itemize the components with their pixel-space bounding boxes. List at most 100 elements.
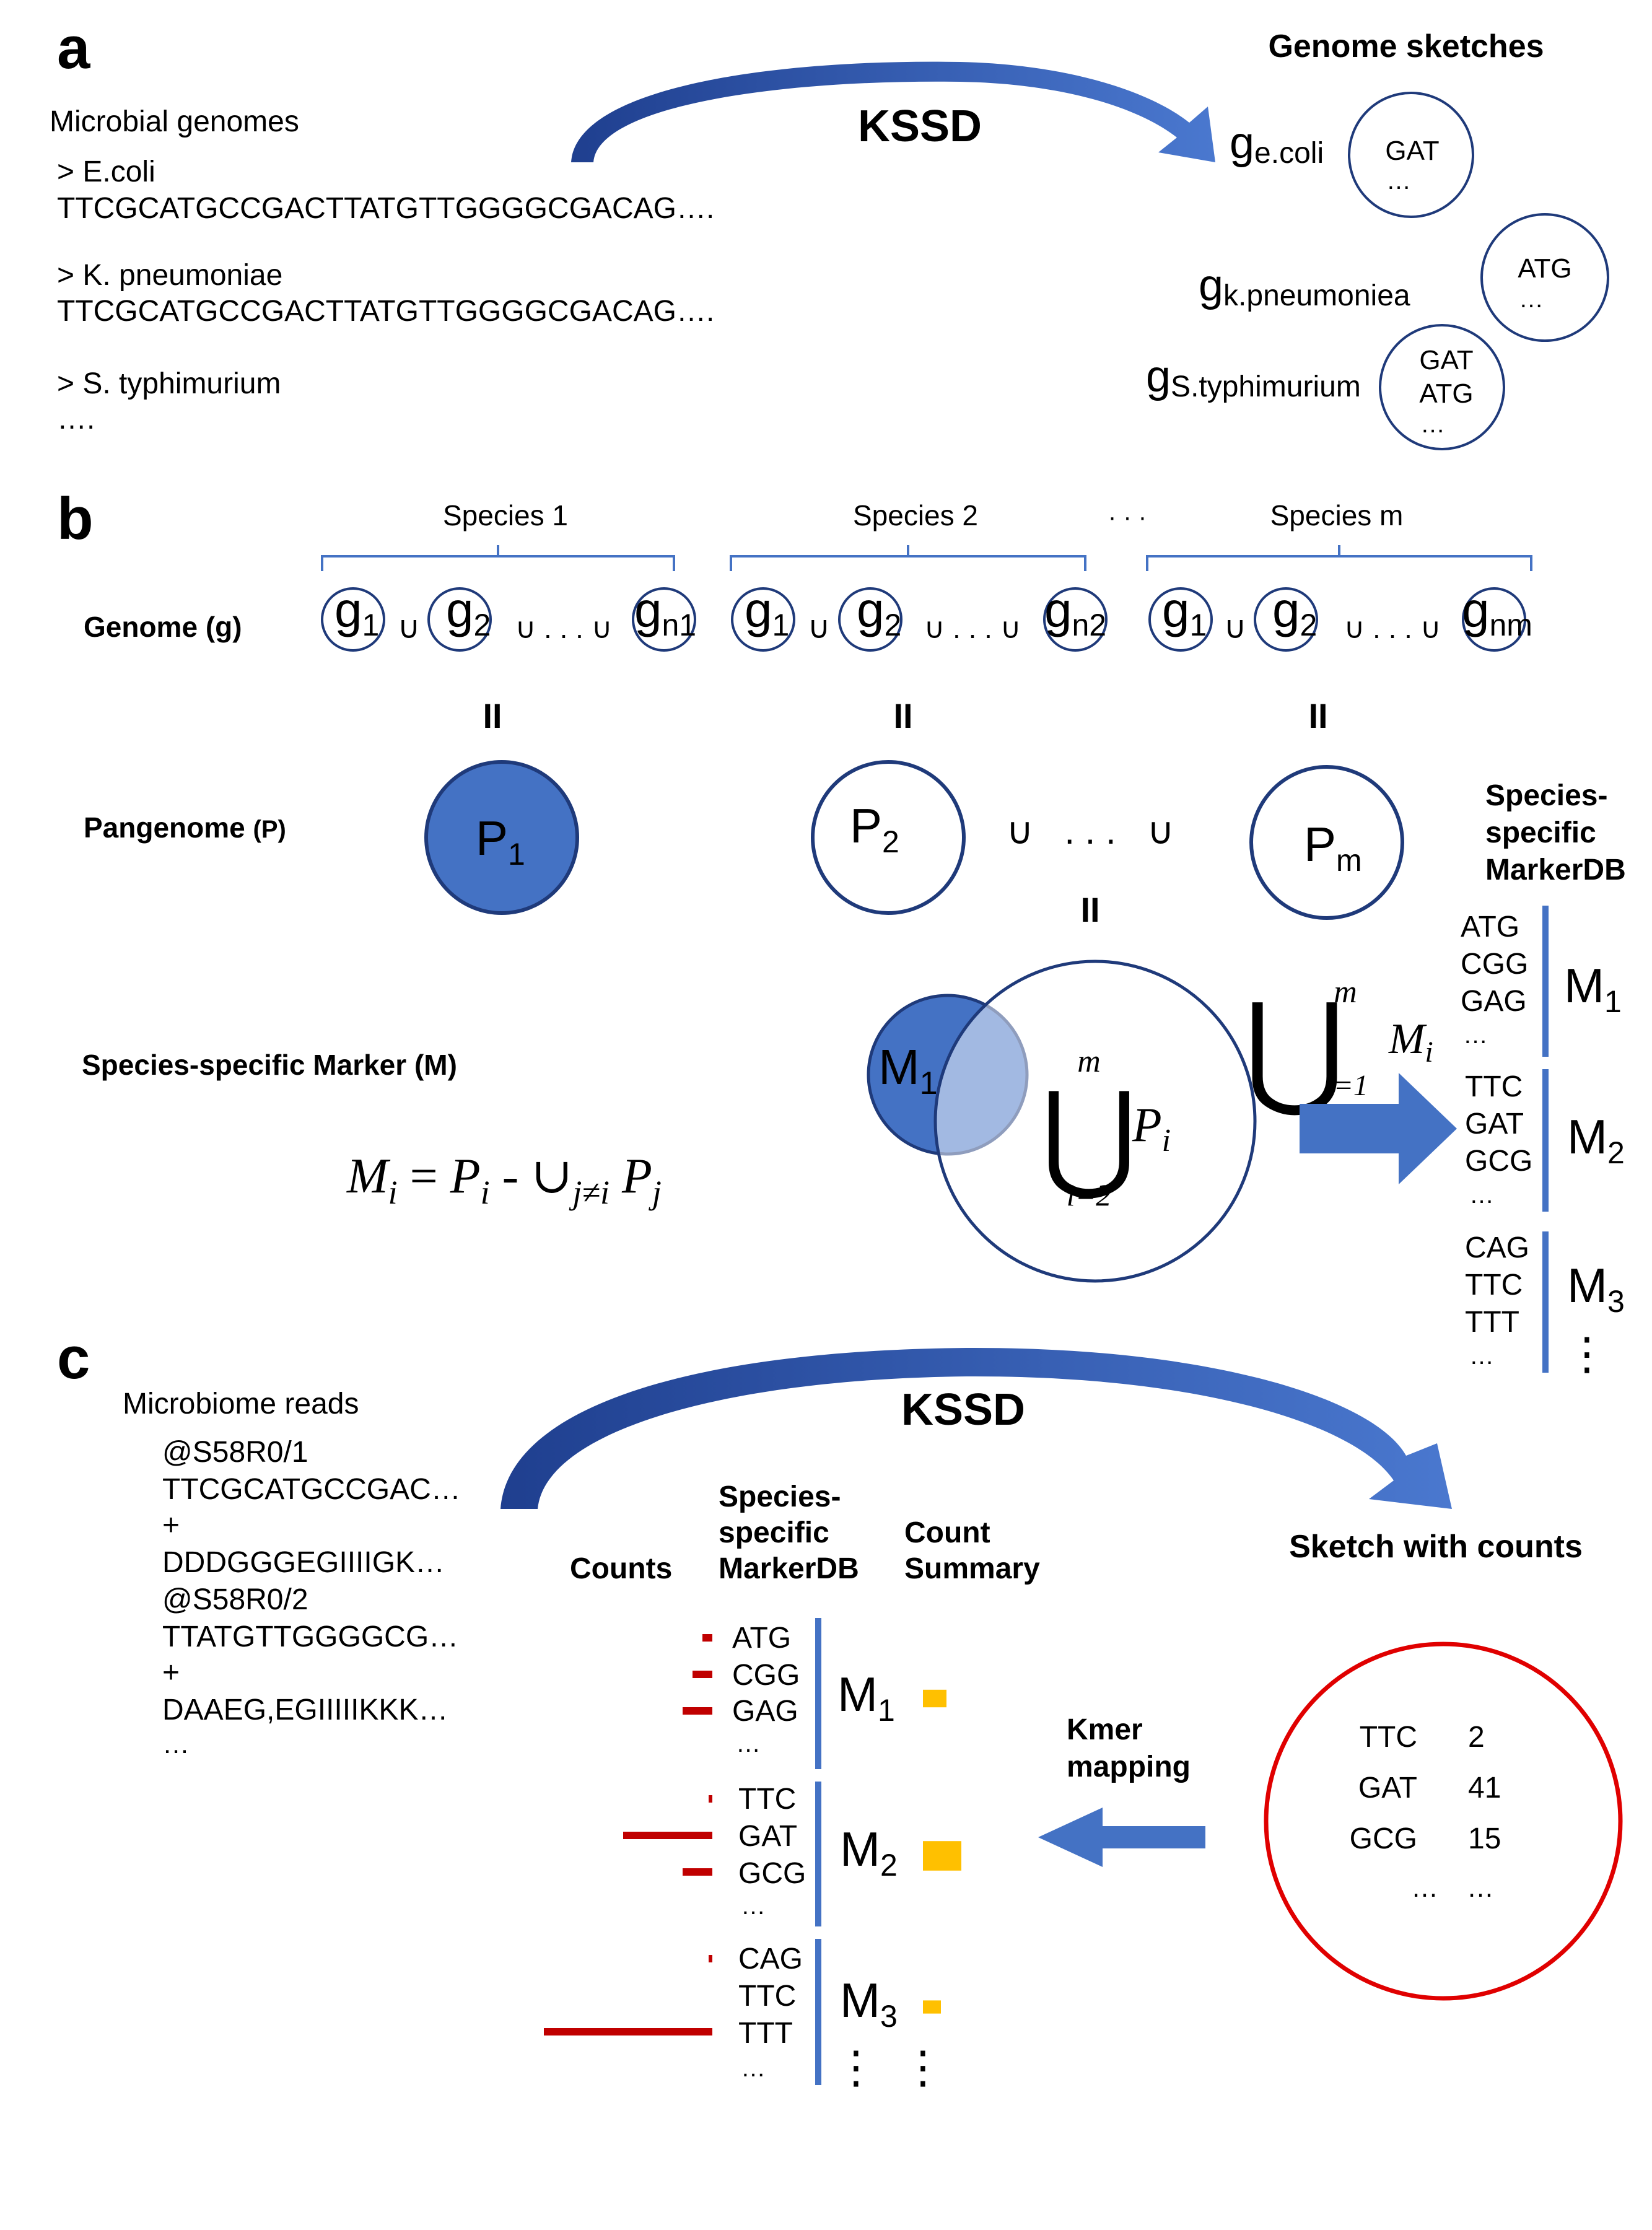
venn-big-cup: ⋃	[1041, 1072, 1137, 1202]
sketch-circle-kpneumoniea	[1480, 213, 1609, 342]
count-bars	[544, 1634, 712, 2035]
pangenome-row-label: Pangenome (P)	[84, 811, 286, 844]
sketch-kmer: GAT	[1419, 345, 1473, 375]
kmer: GAG	[1461, 985, 1527, 1018]
marker-row-label: Species-specific Marker (M)	[82, 1049, 457, 1081]
genome-symbol: gn1	[634, 582, 696, 642]
kmer: CAG	[1465, 1231, 1529, 1264]
genome-symbol: g2	[446, 582, 491, 642]
species-1-bracket	[321, 545, 675, 571]
sketch-kmer: GCG	[1350, 1822, 1417, 1855]
sketch-kmer: …	[1420, 411, 1445, 438]
genome-group-species-m: g1 ∪ g2 ∪ . . . ∪ gnm	[1148, 582, 1532, 652]
species-1-label: Species 1	[443, 499, 568, 531]
kssd-arrow-a	[571, 61, 1215, 162]
count-bar	[709, 1955, 712, 1962]
marker-formula: Mi = Pi - ∪j≠i Pj	[346, 1149, 662, 1215]
union-dots: ∪ . . . ∪	[515, 612, 613, 644]
sketch-kmer: …	[1386, 167, 1411, 195]
genome-circle	[632, 587, 696, 652]
venn-union-bottom: i=2	[1067, 1178, 1112, 1212]
venn-p-label: Pi	[1132, 1098, 1171, 1158]
marker-label: M1	[837, 1667, 895, 1728]
kmer: …	[1469, 1181, 1494, 1209]
genome-circle	[321, 587, 385, 652]
union-dots: ∪ . . . ∪	[1344, 612, 1441, 644]
genome-header-styphimurium: > S. typhimurium	[57, 367, 281, 400]
genome-symbol: g1	[1162, 582, 1207, 642]
marker-label: M2	[840, 1822, 898, 1882]
union-m-big-cup: ⋃	[1244, 982, 1345, 1119]
vdots: ⋮	[834, 2043, 878, 2092]
union-m-bottom: i=1	[1325, 1069, 1368, 1102]
vdots: ⋮	[1565, 1329, 1609, 1379]
vdots: ⋮	[901, 2043, 945, 2092]
genome-symbol: gnm	[1462, 582, 1532, 642]
venn-union-circle	[933, 960, 1257, 1283]
venn-union-top: m	[1077, 1044, 1101, 1079]
read-line: TTATGTTGGGGCG…	[162, 1620, 458, 1653]
genome-header-kpneumoniae: > K. pneumoniae	[57, 259, 282, 292]
genome-circle	[731, 587, 795, 652]
species-2-label: Species 2	[853, 499, 978, 531]
genome-header-ecoli: > E.coli	[57, 155, 155, 188]
count-bar	[683, 1707, 712, 1715]
sketch-kmer: ATG	[1419, 378, 1473, 409]
pangenome-union-dots: ∪ . . . ∪	[1006, 810, 1174, 852]
markerdb-arrow	[1300, 1073, 1457, 1184]
union-dots: ∪ . . . ∪	[924, 612, 1021, 644]
count-bar	[623, 1832, 712, 1839]
panel-c: c Microbiome reads @S58R0/1 TTCGCATGCCGA…	[57, 1325, 1623, 2092]
markerdb-c-m1: ATG CGG GAG … M1	[732, 1618, 895, 1769]
kmer: TTC	[738, 1980, 796, 2013]
union-symbol: ∪	[808, 610, 831, 645]
kmer: GCG	[738, 1857, 806, 1890]
summary-bar	[923, 1689, 946, 1708]
markerdb-b-m3: CAG TTC TTT … M3 ⋮	[1465, 1231, 1625, 1379]
species-m-bracket	[1146, 545, 1532, 571]
sketch-count: …	[1467, 1873, 1494, 1903]
kmer: ATG	[1461, 911, 1519, 943]
kmer: …	[1469, 1342, 1494, 1370]
species-dots: · · ·	[1108, 504, 1147, 531]
reads-list: @S58R0/1 TTCGCATGCCGAC… + DDDGGGEGIIIIGK…	[162, 1436, 461, 1759]
genome-circle	[1462, 587, 1526, 652]
sketch-kmer: …	[1411, 1873, 1438, 1903]
sketch-circle-ecoli	[1348, 92, 1474, 218]
marker-bar	[1542, 906, 1549, 1057]
marker-label: M3	[840, 1973, 898, 2034]
genome-symbol: g2	[1272, 582, 1317, 642]
sketches-title: Genome sketches	[1268, 28, 1544, 64]
markerdb-c-m3: CAG TTC TTT … M3 ⋮ ⋮	[738, 1939, 945, 2092]
panel-c-label: c	[57, 1325, 90, 1391]
marker-bar	[815, 1939, 821, 2085]
species-m-label: Species m	[1270, 499, 1404, 531]
markerdb-title-b: Species- specific MarkerDB	[1485, 779, 1626, 886]
sketch-kmer: …	[1519, 286, 1544, 313]
kssd-label-c: KSSD	[901, 1385, 1025, 1435]
kmer: GAG	[732, 1695, 798, 1728]
kssd-label-a: KSSD	[858, 102, 982, 151]
count-bar	[693, 1671, 712, 1678]
markerdb-c-m2: TTC GAT GCG … M2	[738, 1782, 898, 1926]
genome-circle	[1254, 587, 1318, 652]
kmer: TTT	[1465, 1306, 1519, 1339]
summary-title: Count Summary	[904, 1516, 1040, 1585]
genome-seq-styphimurium: ….	[57, 403, 95, 435]
sketch-counts-list: TTC 2 GAT 41 GCG 15 … …	[1350, 1721, 1501, 1903]
sketch-kmer: ATG	[1518, 253, 1571, 284]
read-line: DAAEG,EGIIIIIKKK…	[162, 1694, 448, 1726]
union-m-label: Mi	[1388, 1015, 1433, 1069]
markerdb-title-c: Species- specific MarkerDB	[719, 1480, 859, 1585]
kmer: …	[741, 2055, 766, 2082]
counts-title: Counts	[570, 1552, 672, 1585]
summary-bars	[923, 1689, 961, 2014]
panel-a: a Microbial genomes > E.coli TTCGCATGCCG…	[50, 15, 1609, 450]
genome-seq-kpneumoniae: TTCGCATGCCGACTTATGTTGGGGCGACAG….	[57, 295, 714, 328]
union-m-top: m	[1334, 974, 1357, 1010]
marker-bar	[815, 1782, 821, 1926]
count-bar	[702, 1634, 712, 1642]
kmer: GAT	[1465, 1108, 1524, 1140]
venn-m1-label: M1	[878, 1039, 938, 1101]
panel-b-label: b	[57, 486, 94, 552]
